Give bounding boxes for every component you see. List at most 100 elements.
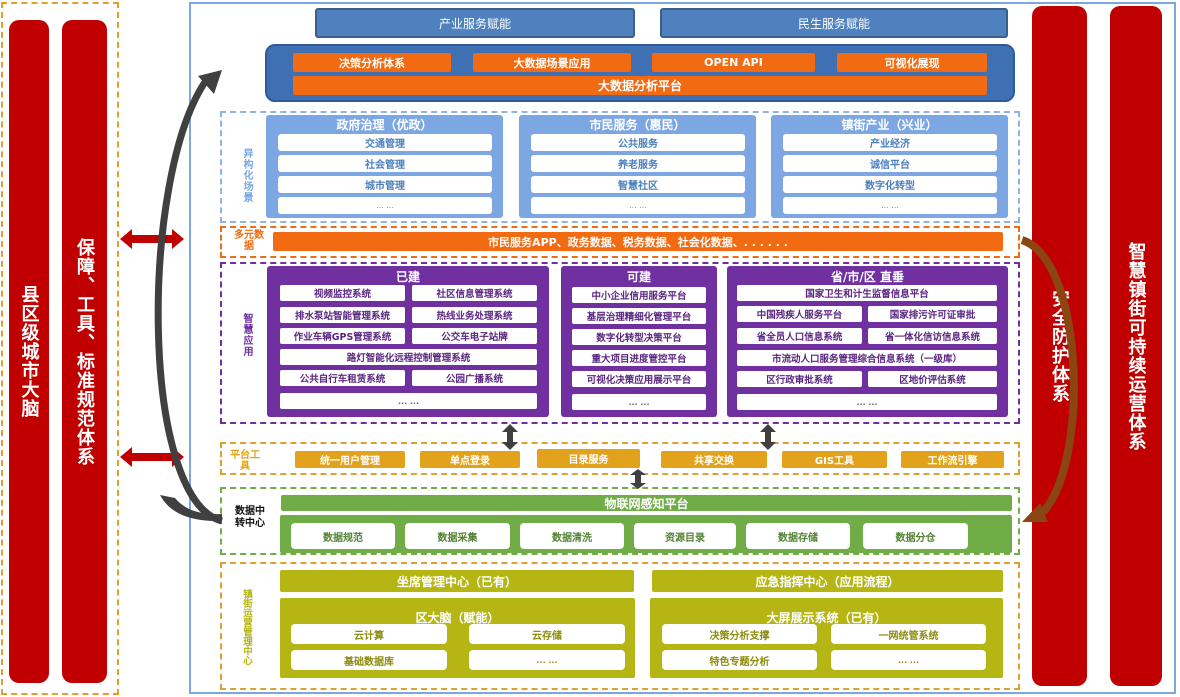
system-item-more: ... ...: [737, 394, 997, 410]
district-brain-title: 区大脑（赋能）: [415, 611, 500, 625]
bigdata-analysis-platform-box: 大数据分析平台: [293, 76, 987, 95]
platform-tools-frame: [220, 442, 1020, 475]
system-item-more: ... ...: [280, 393, 537, 409]
hetero-item: 社会管理: [278, 155, 492, 172]
system-item: 公交车电子站牌: [412, 328, 537, 344]
hetero-item: 产业经济: [783, 134, 997, 151]
system-item: 热线业务处理系统: [412, 307, 537, 323]
multi-data-bar: 市民服务APP、政务数据、税务数据、社会化数据、. . . . . .: [273, 232, 1003, 251]
livelihood-service-box: 民生服务赋能: [660, 8, 1008, 38]
hetero-item: 交通管理: [278, 134, 492, 151]
district-brain-panel: 区大脑（赋能） 云计算 云存储 基础数据库 ... ...: [280, 598, 635, 678]
standards-system-bar: 保障、工具、标准规范体系: [62, 20, 107, 683]
system-item: 区行政审批系统: [737, 371, 862, 387]
tool-item: 工作流引擎: [901, 451, 1004, 468]
hetero-item: 养老服务: [531, 155, 745, 172]
county-city-brain-bar: 县区级城市大脑: [9, 20, 49, 683]
industry-service-box: 产业服务赋能: [315, 8, 635, 38]
tool-item: GIS工具: [782, 451, 887, 468]
built-panel: 已建 视频监控系统 社区信息管理系统 排水泵站智能管理系统 热线业务处理系统 作…: [267, 266, 549, 417]
decision-analysis-box: 决策分析体系: [293, 53, 451, 72]
system-item: 视频监控系统: [280, 285, 405, 301]
tool-item: 单点登录: [420, 451, 520, 468]
data-process-item: 数据存储: [746, 523, 850, 549]
hetero-item-more: ... ...: [531, 197, 745, 214]
system-item: 社区信息管理系统: [412, 285, 537, 301]
system-item: 排水泵站智能管理系统: [280, 307, 405, 323]
bigdata-scenario-box: 大数据场景应用: [473, 53, 631, 72]
screen-item: 特色专题分析: [662, 650, 817, 670]
system-item: 可视化决策应用展示平台: [572, 371, 706, 387]
hetero-item: 数字化转型: [783, 176, 997, 193]
mgmt-center-label: 镇街运营管理中心: [241, 589, 252, 665]
vertical-panel: 省/市/区 直垂 国家卫生和计生监督信息平台 中国残疾人服务平台 国家排污许可证…: [727, 266, 1008, 417]
hetero-item: 智慧社区: [531, 176, 745, 193]
system-item: 市流动人口服务管理综合信息系统（一级库）: [737, 350, 997, 366]
system-item: 作业车辆GPS管理系统: [280, 328, 405, 344]
up-down-arrow-icon: [630, 469, 646, 489]
system-item: 国家排污许可证审批: [868, 306, 997, 322]
brain-item: 云存储: [469, 624, 625, 644]
hetero-item-more: ... ...: [278, 197, 492, 214]
brain-item-more: ... ...: [469, 650, 625, 670]
double-arrow-icon: [120, 447, 184, 467]
system-item: 区地价评估系统: [868, 371, 997, 387]
plan-panel: 可建 中小企业信用服务平台 基层治理精细化管理平台 数字化转型决策平台 重大项目…: [561, 266, 717, 417]
tool-item: 统一用户管理: [295, 451, 405, 468]
system-item: 公园广播系统: [412, 370, 537, 386]
brain-item: 基础数据库: [291, 650, 447, 670]
town-industry-title: 镇街产业（兴业）: [841, 118, 938, 132]
big-screen-panel: 大屏展示系统（已有） 决策分析支撑 一网统管系统 特色专题分析 ... ...: [650, 598, 1003, 678]
hetero-scenario-frame: [220, 111, 1020, 223]
up-down-arrow-icon: [502, 424, 518, 450]
citizen-service-title: 市民服务（惠民）: [589, 118, 686, 132]
seat-center-box: 坐席管理中心（已有）: [280, 570, 634, 592]
system-item: 中小企业信用服务平台: [572, 287, 706, 303]
visualization-box: 可视化展现: [837, 53, 987, 72]
hetero-item: 公共服务: [531, 134, 745, 151]
curved-feedback-arrow-icon: [154, 70, 224, 525]
gov-governance-title: 政府治理（优政）: [336, 118, 433, 132]
data-hub-label: 数据中转中心: [235, 506, 265, 529]
brain-item: 云计算: [291, 624, 447, 644]
built-title: 已建: [395, 270, 420, 284]
iot-platform-box: 物联网感知平台: [281, 495, 1012, 511]
data-process-item: 数据分仓: [863, 523, 968, 549]
multi-data-frame: [220, 226, 1020, 258]
curved-flow-arrow-icon: [1020, 236, 1078, 522]
data-process-item: 数据规范: [291, 523, 395, 549]
left-support-frame: [1, 2, 119, 695]
hetero-label: 异构化场景: [241, 147, 252, 203]
tool-item: 共享交换: [661, 451, 767, 468]
smart-app-frame: [220, 262, 1020, 424]
system-item: 重大项目进度管控平台: [572, 350, 706, 366]
system-item-more: ... ...: [572, 394, 706, 410]
town-industry-panel: 镇街产业（兴业） 产业经济 诚信平台 数字化转型 ... ...: [771, 115, 1008, 218]
tool-item: 目录服务: [537, 449, 640, 468]
operation-system-bar: 智慧镇街可持续运营体系: [1110, 6, 1162, 686]
multi-data-label: 多元数据: [234, 230, 264, 252]
main-frame: [189, 2, 1176, 694]
platform-tools-label: 平台工具: [230, 450, 260, 472]
hetero-item: 诚信平台: [783, 155, 997, 172]
screen-item-more: ... ...: [831, 650, 986, 670]
gov-governance-panel: 政府治理（优政） 交通管理 社会管理 城市管理 ... ...: [266, 115, 503, 218]
system-item: 省一体化信访信息系统: [868, 328, 997, 344]
security-system-bar: 安全防护体系: [1032, 6, 1087, 686]
data-process-item: 资源目录: [634, 523, 736, 549]
system-item: 国家卫生和计生监督信息平台: [737, 285, 997, 301]
smart-app-label: 智慧应用: [241, 313, 252, 357]
emergency-center-box: 应急指挥中心（应用流程）: [652, 570, 1003, 592]
system-item: 中国残疾人服务平台: [737, 306, 862, 322]
plan-title: 可建: [626, 270, 651, 284]
data-process-item: 数据清洗: [520, 523, 624, 549]
hetero-item: 城市管理: [278, 176, 492, 193]
system-item: 数字化转型决策平台: [572, 329, 706, 345]
big-screen-title: 大屏展示系统（已有）: [766, 611, 887, 625]
vertical-title: 省/市/区 直垂: [831, 270, 904, 284]
system-item: 路灯智能化远程控制管理系统: [280, 349, 537, 365]
double-arrow-icon: [120, 229, 184, 249]
up-down-arrow-icon: [760, 424, 776, 450]
mgmt-center-frame: [220, 562, 1020, 690]
